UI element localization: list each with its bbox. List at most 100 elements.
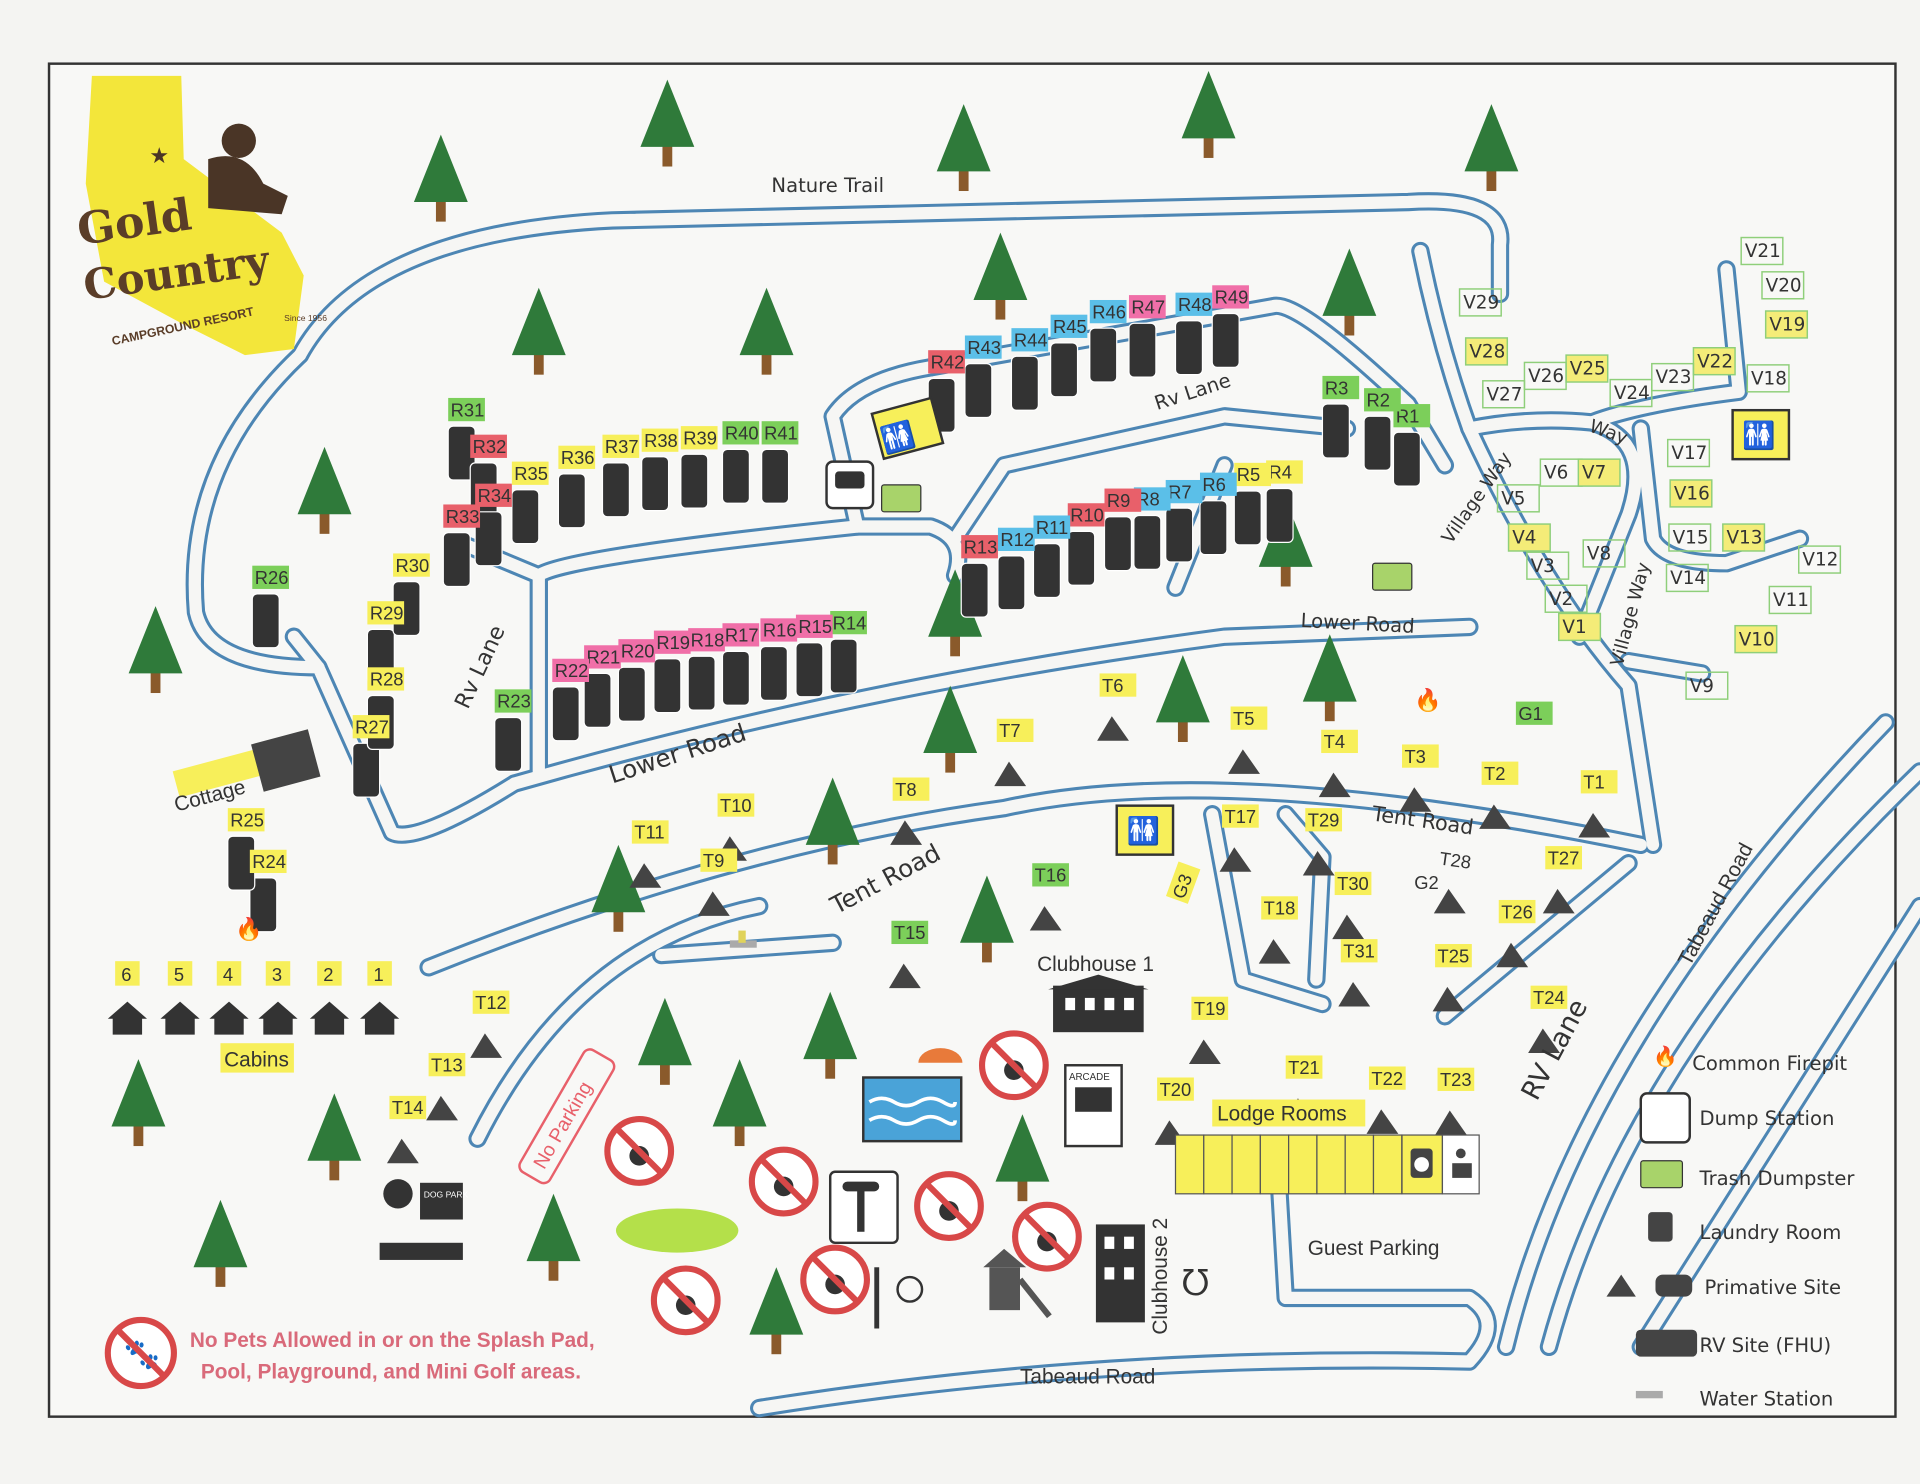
campsite[interactable]: R29	[367, 601, 405, 625]
campsite[interactable]: T6	[1099, 673, 1137, 697]
campsite[interactable]: R22	[552, 658, 589, 683]
campsite[interactable]: T7	[996, 718, 1034, 742]
campsite[interactable]: V23	[1651, 362, 1695, 392]
cabin[interactable]: 6	[107, 961, 147, 1035]
campsite[interactable]: V16	[1669, 479, 1713, 508]
campsite[interactable]: T25	[1435, 944, 1472, 968]
campsite[interactable]: T2	[1481, 761, 1519, 785]
campsite[interactable]: R18	[688, 628, 725, 652]
campsite[interactable]: R37	[602, 434, 640, 458]
campsite[interactable]: T15	[891, 920, 929, 945]
campsite[interactable]: V14	[1665, 563, 1709, 593]
campsite[interactable]: V18	[1746, 364, 1790, 393]
campsite[interactable]: R7	[1165, 479, 1203, 504]
campsite[interactable]: V11	[1768, 585, 1812, 615]
campsite[interactable]: R32	[470, 434, 507, 458]
campsite[interactable]: R25	[227, 808, 265, 832]
campsite[interactable]: V5	[1496, 484, 1540, 513]
campsite[interactable]: T31	[1340, 939, 1378, 963]
campsite[interactable]: T23	[1437, 1067, 1475, 1091]
campsite[interactable]: R3	[1322, 375, 1360, 400]
campsite[interactable]: V1	[1558, 612, 1602, 642]
campsite[interactable]: T20	[1157, 1077, 1194, 1101]
campsite[interactable]: T11	[631, 820, 669, 844]
campsite[interactable]: V8	[1582, 539, 1626, 568]
campsite[interactable]: T19	[1191, 996, 1229, 1020]
campsite[interactable]: R45	[1050, 314, 1088, 338]
campsite[interactable]: R23	[494, 689, 532, 713]
campsite[interactable]: R1	[1393, 404, 1431, 428]
cabin[interactable]: 3	[258, 961, 298, 1035]
lodge-room[interactable]	[1316, 1134, 1346, 1195]
campsite[interactable]: V25	[1565, 354, 1609, 383]
campsite[interactable]: T9	[700, 848, 738, 872]
campsite[interactable]: T13	[428, 1053, 466, 1077]
campsite[interactable]: R31	[448, 397, 485, 422]
campsite[interactable]: R16	[760, 618, 798, 642]
campsite[interactable]: V7	[1577, 458, 1621, 487]
campsite[interactable]: T1	[1580, 770, 1618, 794]
campsite[interactable]: T14	[389, 1095, 427, 1120]
lodge-room[interactable]	[1203, 1134, 1233, 1195]
campsite[interactable]: R17	[722, 623, 760, 647]
campsite[interactable]: R46	[1089, 299, 1127, 324]
campsite[interactable]: V9	[1685, 671, 1729, 700]
campsite[interactable]: R10	[1067, 503, 1105, 527]
campsite[interactable]: T17	[1222, 804, 1259, 828]
campsite[interactable]: R27	[352, 715, 390, 739]
campsite[interactable]: R48	[1175, 292, 1213, 316]
clubhouse-1[interactable]: Clubhouse 1	[1037, 953, 1154, 1033]
campsite[interactable]: R11	[1033, 515, 1071, 539]
campsite[interactable]: V19	[1764, 310, 1809, 339]
campsite[interactable]: V2	[1544, 584, 1588, 613]
campsite[interactable]: R36	[558, 445, 596, 469]
campsite[interactable]: V12	[1797, 545, 1842, 574]
lodge-room[interactable]	[1174, 1134, 1205, 1195]
campsite[interactable]: V29	[1458, 288, 1502, 317]
campsite[interactable]: R44	[1011, 328, 1049, 352]
campsite[interactable]: T8	[892, 777, 930, 801]
campsite[interactable]: V27	[1482, 380, 1526, 409]
campsite[interactable]: T3	[1402, 744, 1439, 768]
lodge-room[interactable]	[1372, 1134, 1403, 1195]
clubhouse-2[interactable]: Clubhouse 2	[1095, 1218, 1172, 1335]
cabin[interactable]: 1	[360, 961, 400, 1035]
campsite[interactable]: T22	[1368, 1066, 1406, 1090]
campsite[interactable]: G2	[1414, 872, 1439, 893]
campsite[interactable]: T24	[1530, 985, 1568, 1009]
campsite[interactable]: V24	[1609, 378, 1653, 408]
campsite[interactable]: T5	[1230, 706, 1268, 730]
campsite[interactable]: R15	[795, 614, 833, 638]
campsite[interactable]: V22	[1692, 347, 1736, 376]
campsite[interactable]: V26	[1523, 361, 1567, 391]
campsite[interactable]: T30	[1334, 871, 1372, 896]
campsite[interactable]: T16	[1032, 863, 1069, 887]
campsite[interactable]: R30	[393, 553, 430, 577]
cabin[interactable]: 4	[209, 961, 249, 1035]
campsite[interactable]: R47	[1128, 295, 1166, 319]
campsite[interactable]: V15	[1668, 523, 1712, 552]
campsite[interactable]: R35	[511, 461, 549, 485]
campsite[interactable]: T21	[1285, 1055, 1323, 1079]
campsite[interactable]: R34	[475, 483, 512, 507]
campsite[interactable]: R14	[830, 610, 867, 635]
campsite[interactable]: G1	[1515, 701, 1553, 725]
campsite[interactable]: R6	[1199, 472, 1237, 496]
lodge-room[interactable]	[1288, 1134, 1318, 1195]
pool[interactable]	[862, 1048, 963, 1143]
lodge-room[interactable]	[1231, 1134, 1261, 1195]
campsite[interactable]: T28	[1438, 848, 1472, 873]
lodge-rooms[interactable]: Lodge Rooms	[1174, 1099, 1480, 1195]
campsite[interactable]: R19	[653, 630, 691, 654]
campsite[interactable]: T10	[717, 793, 755, 817]
campsite[interactable]: R39	[680, 426, 718, 450]
arcade[interactable]: ARCADE	[1064, 1064, 1123, 1148]
campsite[interactable]: R12	[997, 527, 1035, 551]
campsite[interactable]: V21	[1740, 236, 1784, 266]
campsite[interactable]: V13	[1722, 523, 1766, 552]
cabin[interactable]: 5	[160, 961, 200, 1035]
campsite[interactable]: R42	[928, 350, 965, 374]
campsite[interactable]: T26	[1498, 899, 1536, 924]
campsite[interactable]: T29	[1305, 808, 1343, 832]
campsite[interactable]: R26	[252, 565, 290, 589]
